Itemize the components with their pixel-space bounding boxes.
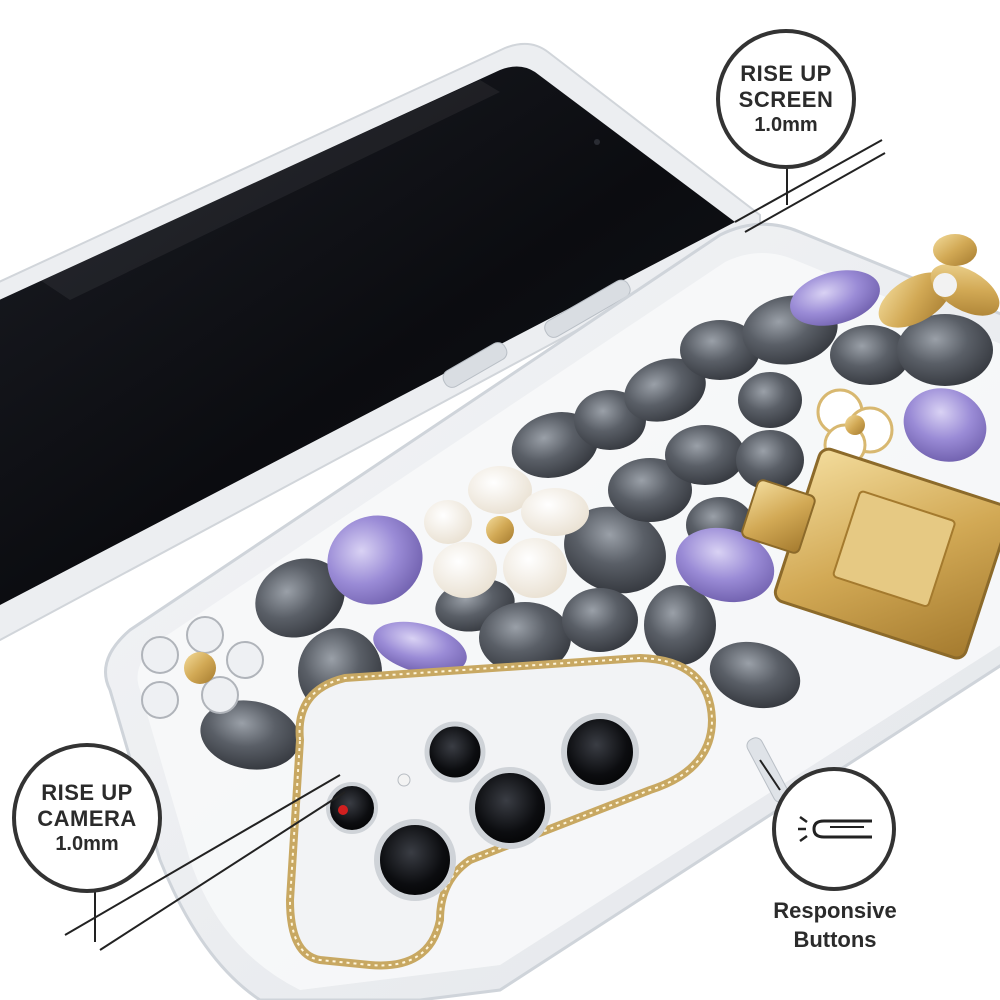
front-phone xyxy=(0,42,761,641)
button-press-icon xyxy=(798,815,872,843)
leader-lines xyxy=(64,139,886,951)
back-case xyxy=(104,222,1000,1000)
camera-sensor xyxy=(338,805,348,815)
camera-lens xyxy=(374,819,456,901)
callout-camera-line3: 1.0mm xyxy=(55,832,119,855)
white-flower xyxy=(816,388,894,467)
camera-lens xyxy=(326,782,378,834)
camera-flash xyxy=(397,773,411,787)
crystal-flower xyxy=(141,616,264,719)
pearl-flower xyxy=(424,466,589,598)
callout-screen-line3: 1.0mm xyxy=(754,113,818,136)
rise-up-camera-callout: RISE UP CAMERA 1.0mm xyxy=(12,743,162,893)
callout-screen-line2: SCREEN xyxy=(738,86,834,112)
front-camera-dot xyxy=(594,139,600,145)
front-screen xyxy=(0,66,735,605)
screen-reflection xyxy=(40,80,500,300)
gold-flower xyxy=(878,234,1000,328)
caption-line1: Responsive xyxy=(773,898,897,923)
callout-screen-line1: RISE UP xyxy=(740,61,832,87)
callout-camera-line1: RISE UP xyxy=(41,780,133,806)
responsive-buttons-callout xyxy=(772,767,896,891)
side-button xyxy=(442,342,508,388)
camera-lens xyxy=(561,713,639,791)
responsive-buttons-caption: Responsive Buttons xyxy=(730,896,940,954)
perfume-bottle xyxy=(741,447,1000,660)
side-button xyxy=(544,279,631,338)
camera-lens xyxy=(424,721,486,783)
caption-line2: Buttons xyxy=(793,927,877,953)
camera-lens xyxy=(469,767,551,849)
violet-gems xyxy=(327,270,987,675)
camera-island xyxy=(285,653,717,970)
rise-up-screen-callout: RISE UP SCREEN 1.0mm xyxy=(716,29,856,169)
callout-camera-line2: CAMERA xyxy=(37,805,137,831)
smoke-gems xyxy=(200,295,993,770)
